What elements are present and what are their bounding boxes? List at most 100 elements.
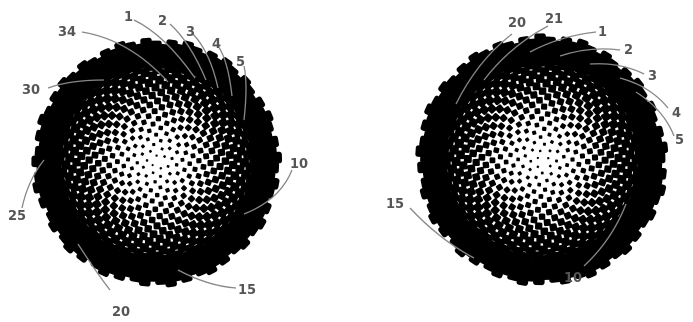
seed	[580, 153, 586, 159]
seed	[158, 104, 165, 111]
left-seed-pattern	[31, 38, 282, 288]
seed	[127, 181, 133, 187]
seed	[553, 116, 560, 123]
seed	[138, 126, 144, 132]
seed	[119, 196, 127, 204]
seed	[159, 139, 163, 143]
seed	[558, 141, 563, 146]
seed	[163, 155, 166, 158]
seed	[522, 146, 527, 151]
seed	[144, 174, 148, 178]
seed	[167, 138, 172, 143]
seed	[150, 198, 155, 203]
seed	[178, 115, 186, 123]
right-seed-pattern	[415, 33, 668, 286]
seed	[553, 126, 559, 132]
seed	[103, 128, 112, 137]
seed	[539, 150, 542, 153]
seed	[517, 195, 524, 202]
seed	[546, 209, 553, 216]
seed	[137, 186, 143, 192]
seed	[130, 166, 135, 171]
seed	[106, 162, 112, 168]
spiral-label: 5	[675, 133, 684, 148]
seed	[159, 167, 162, 170]
seed	[589, 129, 598, 138]
seed	[158, 201, 164, 207]
seed	[145, 181, 150, 186]
seed	[191, 143, 198, 150]
seed	[493, 147, 500, 154]
seed	[563, 211, 572, 220]
seed	[517, 178, 523, 184]
seed	[503, 186, 511, 194]
seed	[114, 187, 122, 195]
seed	[534, 33, 546, 45]
seed	[165, 179, 170, 184]
spiral-label: 2	[624, 43, 633, 58]
seed	[518, 113, 526, 121]
seed	[501, 177, 508, 184]
seed	[98, 148, 105, 155]
seed	[95, 185, 104, 194]
spiral-label: 34	[58, 25, 76, 40]
seed	[550, 190, 556, 196]
seed	[141, 119, 147, 125]
seed	[162, 195, 168, 201]
seed	[152, 171, 155, 174]
seed	[495, 163, 501, 169]
seed	[499, 138, 506, 145]
seed	[126, 205, 134, 213]
seed	[417, 161, 429, 173]
seed	[567, 121, 575, 129]
seed	[517, 137, 523, 143]
seed	[103, 190, 112, 199]
seed	[138, 135, 144, 141]
seed	[177, 124, 184, 131]
seed	[266, 135, 279, 148]
seed	[527, 182, 532, 187]
seed	[542, 127, 547, 132]
seed	[497, 122, 506, 131]
seed	[535, 207, 541, 213]
seed	[177, 199, 185, 207]
seed	[104, 137, 112, 145]
seed	[139, 106, 146, 113]
seed	[536, 165, 539, 168]
seed	[548, 149, 552, 153]
seed	[497, 130, 505, 138]
seed	[592, 154, 598, 160]
seed	[654, 167, 667, 180]
seed	[156, 213, 163, 220]
spiral-label: 5	[236, 55, 245, 70]
seed	[146, 159, 149, 162]
seed	[164, 120, 170, 126]
seed	[551, 182, 556, 187]
seed	[170, 126, 176, 132]
seed	[529, 114, 535, 120]
seed	[195, 195, 204, 204]
seed	[527, 209, 534, 216]
seed	[508, 152, 513, 157]
seed	[501, 168, 507, 174]
seed	[539, 135, 543, 139]
spiral-label: 20	[112, 305, 130, 320]
seed	[549, 164, 552, 167]
seed	[656, 141, 669, 154]
seed	[525, 175, 530, 180]
seed	[121, 188, 128, 195]
spiral-label: 21	[545, 12, 563, 27]
seed	[523, 128, 529, 134]
seed	[543, 143, 546, 146]
seed	[143, 202, 149, 208]
seed	[495, 183, 503, 191]
seed	[571, 131, 578, 138]
seed	[196, 136, 204, 144]
seed	[516, 203, 524, 211]
seed	[112, 137, 119, 144]
seed	[507, 116, 515, 124]
seed	[152, 108, 158, 114]
seed	[199, 129, 208, 138]
seed	[158, 185, 162, 189]
seed	[180, 209, 189, 218]
